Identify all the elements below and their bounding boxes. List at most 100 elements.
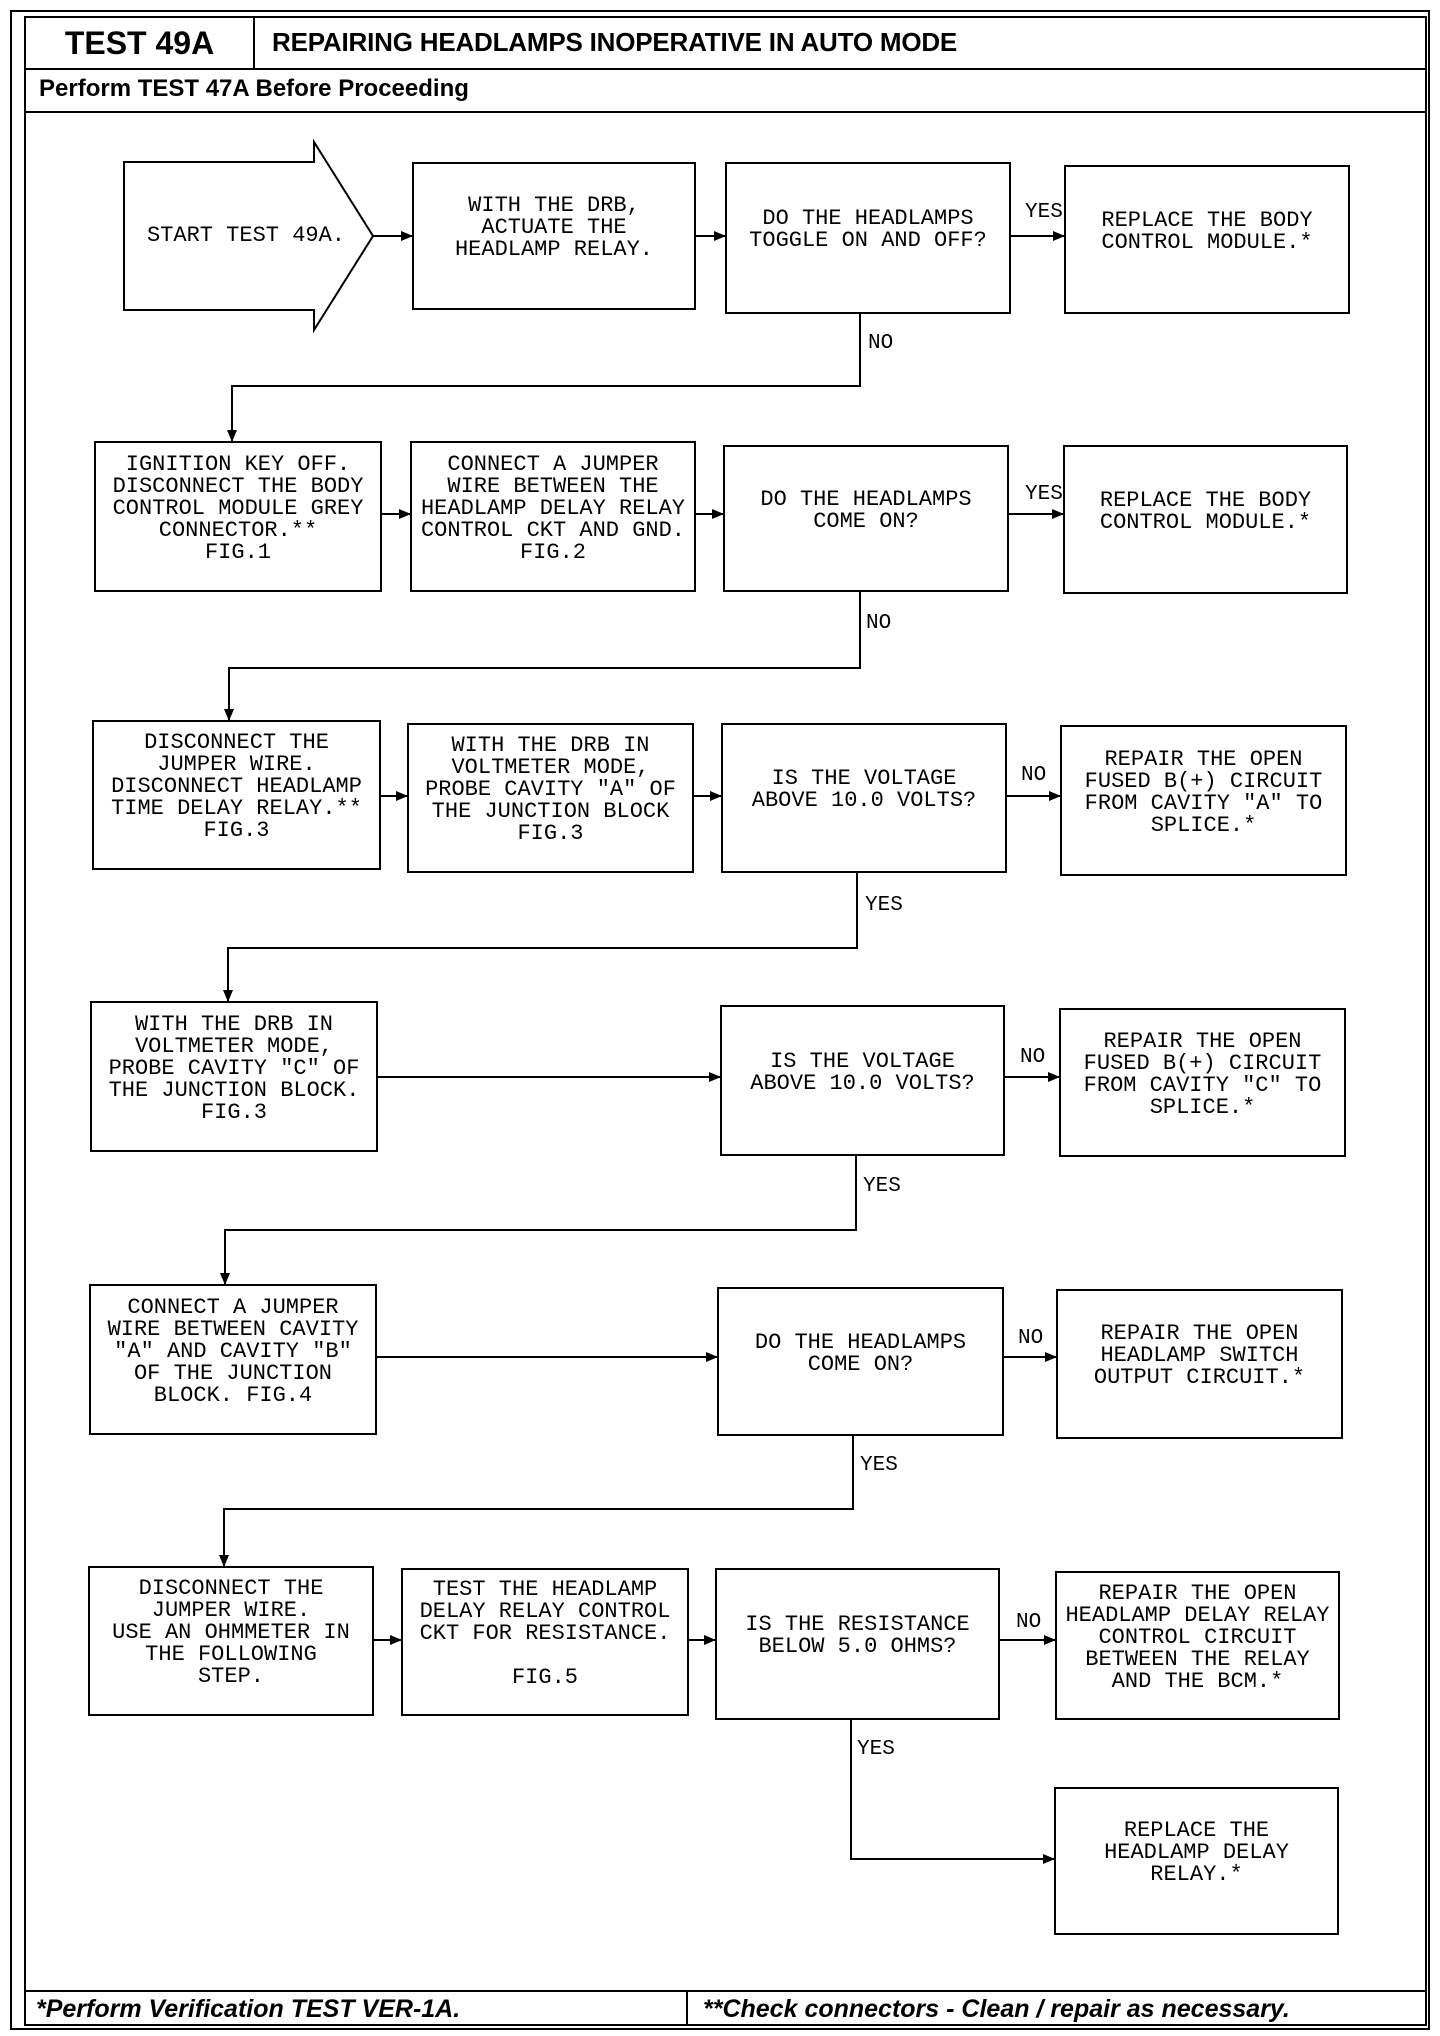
result-repair-relay-control: REPAIR THE OPEN HEADLAMP DELAY RELAY CON… [1055,1571,1340,1720]
box-text-line: FROM CAVITY "A" TO [1084,790,1323,816]
box-text-line: DISCONNECT THE [144,730,329,755]
box-text-line: IS THE RESISTANCE [745,1612,970,1637]
box-text-line: BLOCK. FIG.4 [153,1382,313,1408]
box-text-line: REPLACE THE BODY [1101,207,1313,233]
box-text-line: CKT FOR RESISTANCE. [419,1621,671,1646]
result-repair-cavity-c: REPAIR THE OPEN FUSED B(+) CIRCUIT FROM … [1059,1008,1346,1157]
box-text-line: HEADLAMP DELAY RELAY [420,495,686,521]
box-text-line: WIRE BETWEEN CAVITY [107,1316,359,1342]
step-test-resistance: TEST THE HEADLAMP DELAY RELAY CONTROL CK… [401,1568,689,1716]
result-replace-relay: REPLACE THE HEADLAMP DELAY RELAY.* [1054,1787,1339,1935]
result-replace-bcm: REPLACE THE BODY CONTROL MODULE.* [1064,165,1350,314]
box-text-line: OUTPUT CIRCUIT.* [1093,1365,1306,1390]
box-text-line: FUSED B(+) CIRCUIT [1084,768,1323,794]
box-text-line: DISCONNECT THE BODY [112,473,364,499]
box-text-line: HEADLAMP RELAY. [454,237,654,262]
box-text-line: TIME DELAY RELAY.** [111,796,362,821]
box-text-line: DISCONNECT THE [138,1576,324,1601]
start-arrow-shape [123,138,375,334]
decision-toggle-check: DO THE HEADLAMPS TOGGLE ON AND OFF? [725,162,1011,314]
step-disconnect-jumper-relay: DISCONNECT THE JUMPER WIRE. DISCONNECT H… [92,720,381,870]
result-repair-switch-output: REPAIR THE OPEN HEADLAMP SWITCH OUTPUT C… [1056,1289,1343,1439]
decision-come-on-check: DO THE HEADLAMPS COME ON? [723,445,1009,592]
box-text-line: REPAIR THE OPEN [1103,1028,1302,1054]
footer-note-connectors: **Check connectors - Clean / repair as n… [703,1994,1290,2023]
step-disconnect-jumper-ohm: DISCONNECT THE JUMPER WIRE. USE AN OHMME… [88,1566,374,1716]
box-text-line: USE AN OHMMETER IN [112,1620,350,1645]
flow-arrow-yes [223,873,858,1002]
step-actuate-relay: WITH THE DRB, ACTUATE THE HEADLAMP RELAY… [412,162,696,310]
step-jumper-a-b: CONNECT A JUMPER WIRE BETWEEN CAVITY "A"… [89,1284,377,1435]
flow-arrow-yes [219,1436,854,1567]
page-title: REPAIRING HEADLAMPS INOPERATIVE IN AUTO … [272,27,958,57]
box-text-line: CONNECT A JUMPER [127,1294,339,1320]
footer-divider [24,1990,1427,1992]
box-text-line: FIG.5 [511,1665,578,1690]
box-text-line: SPLICE.* [1149,1094,1256,1120]
box-text-line: TOGGLE ON AND OFF? [749,228,987,253]
branch-label-no: NO [866,612,892,635]
result-replace-bcm: REPLACE THE BODY CONTROL MODULE.* [1063,445,1348,594]
subheader-divider [24,111,1427,113]
box-text-line: HEADLAMP DELAY [1104,1840,1289,1865]
box-text-line: CONNECT A JUMPER [447,451,659,477]
box-text-line: REPAIR THE OPEN [1098,1580,1297,1606]
branch-label-no: NO [1016,1611,1042,1634]
box-text-line: THE JUNCTION BLOCK. [108,1077,360,1103]
test-id: TEST 49A [64,24,215,61]
box-text-line: HEADLAMP DELAY RELAY [1065,1602,1330,1628]
box-text-line: COME ON? [807,1351,914,1377]
branch-label-yes: YES [860,1454,898,1477]
box-text-line: THE FOLLOWING [145,1642,317,1667]
box-text-line: VOLTMETER MODE, [134,1033,334,1059]
branch-label-yes: YES [865,894,903,917]
box-text-line: FROM CAVITY "C" TO [1083,1072,1322,1098]
box-text-line: JUMPER WIRE. [151,1598,311,1623]
box-text-line: ABOVE 10.0 VOLTS? [750,1070,975,1096]
box-text-line: AND THE BCM.* [1111,1668,1284,1694]
box-text-line: "A" AND CAVITY "B" [114,1338,352,1364]
footer-column-divider [686,1990,688,2026]
prerequisite-note: Perform TEST 47A Before Proceeding [39,75,469,102]
flow-arrow-no [224,592,861,721]
box-text-line: HEADLAMP SWITCH [1100,1343,1299,1368]
box-text-line: WIRE BETWEEN THE [447,473,659,499]
box-text-line: PROBE CAVITY "A" OF [425,777,676,802]
box-text-line: STEP. [197,1664,264,1689]
box-text-line: OF THE JUNCTION [133,1360,333,1386]
box-text-line: WITH THE DRB, [468,193,640,218]
box-text-line: WITH THE DRB IN [451,733,650,758]
branch-label-yes: YES [1025,483,1063,506]
box-text-line: CONTROL MODULE.* [1101,229,1313,255]
box-text-line: BELOW 5.0 OHMS? [758,1634,957,1659]
box-text-line: SPLICE.* [1150,812,1257,838]
box-text-line: DO THE HEADLAMPS [754,1329,967,1355]
box-text-line: ABOVE 10.0 VOLTS? [751,788,977,813]
box-text-line: JUMPER WIRE. [157,752,316,777]
box-text-line: PROBE CAVITY "C" OF [108,1055,360,1081]
branch-label-yes: YES [1025,201,1063,224]
flow-arrow-yes [220,1156,857,1285]
decision-resistance-check: IS THE RESISTANCE BELOW 5.0 OHMS? [715,1568,1000,1720]
step-disconnect-bcm: IGNITION KEY OFF. DISCONNECT THE BODY CO… [94,441,382,592]
box-text-line: REPAIR THE OPEN [1104,746,1303,772]
box-text-line: DO THE HEADLAMPS [762,206,974,231]
box-text-line: CONNECTOR.** [158,517,318,543]
box-text-line: TEST THE HEADLAMP [432,1577,658,1602]
result-repair-cavity-a: REPAIR THE OPEN FUSED B(+) CIRCUIT FROM … [1060,725,1347,876]
footer-note-verification: *Perform Verification TEST VER-1A. [36,1994,461,2023]
branch-label-yes: YES [863,1175,901,1198]
step-probe-cavity-c: WITH THE DRB IN VOLTMETER MODE, PROBE CA… [90,1001,378,1152]
box-text-line: COME ON? [813,508,919,534]
box-text-line: VOLTMETER MODE, [451,755,650,780]
box-text-line: FUSED B(+) CIRCUIT [1083,1050,1322,1076]
box-text-line: CONTROL CIRCUIT [1098,1624,1297,1650]
box-text-line: BETWEEN THE RELAY [1085,1646,1310,1672]
header-divider [24,68,1427,70]
decision-voltage-check-a: IS THE VOLTAGE ABOVE 10.0 VOLTS? [721,723,1007,873]
step-start: START TEST 49A. [124,162,368,310]
test-id-box: TEST 49A [24,16,255,70]
box-text-line: IS THE VOLTAGE [770,1048,955,1074]
branch-label-no: NO [1018,1327,1044,1350]
